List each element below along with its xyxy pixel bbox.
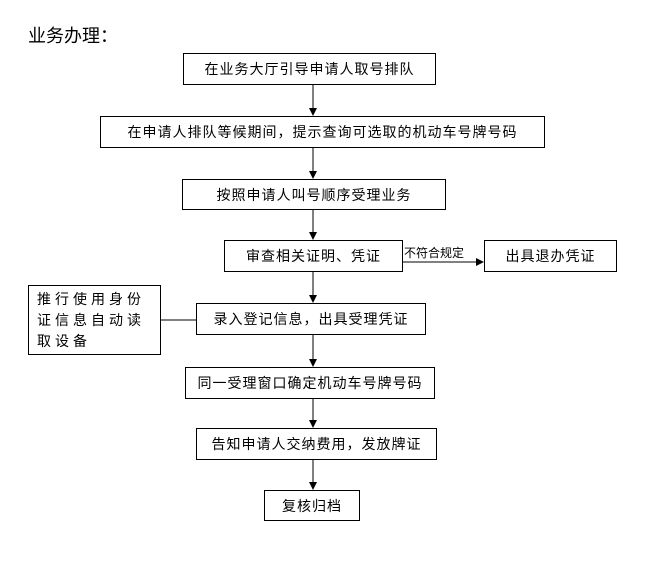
reject-condition: 不符合规定 (404, 246, 465, 260)
reject-result: 出具退办凭证 (484, 240, 617, 272)
step-2: 在申请人排队等候期间，提示查询可选取的机动车号牌号码 (100, 116, 545, 148)
step-8: 复核归档 (264, 490, 360, 521)
section-title: 业务办理： (28, 26, 118, 47)
step-1: 在业务大厅引导申请人取号排队 (183, 53, 436, 85)
step-4: 审查相关证明、凭证 (224, 240, 403, 272)
step-7: 告知申请人交纳费用，发放牌证 (196, 428, 437, 460)
step-5: 录入登记信息，出具受理凭证 (196, 303, 426, 335)
step-6: 同一受理窗口确定机动车号牌号码 (185, 367, 435, 399)
step-3: 按照申请人叫号顺序受理业务 (182, 179, 446, 210)
side-note: 推行使用身份证信息自动读取设备 (28, 285, 161, 355)
